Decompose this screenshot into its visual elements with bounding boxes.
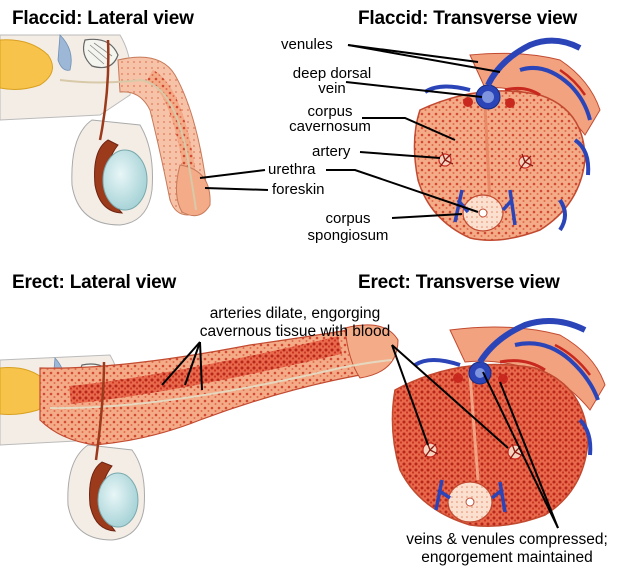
- label-corpus-cavernosum-line1: corpus: [307, 103, 353, 120]
- label-foreskin: foreskin: [272, 181, 325, 198]
- erect-lateral-title: Erect: Lateral view: [12, 272, 177, 293]
- label-urethra: urethra: [268, 161, 316, 178]
- label-corpus-cavernosum-line2: cavernosum: [289, 118, 371, 135]
- label-corpus-spongiosum-line2: spongiosum: [307, 227, 389, 244]
- erect-transverse-title: Erect: Transverse view: [358, 272, 560, 293]
- label-venules: venules: [281, 36, 333, 53]
- label-deep-dorsal-vein-line1: deep dorsal: [292, 65, 372, 82]
- flaccid-transverse-title: Flaccid: Transverse view: [358, 8, 578, 29]
- flaccid-lateral-illustration: [0, 34, 211, 226]
- label-artery: artery: [312, 143, 351, 160]
- caption-arteries-dilate-line2: cavernous tissue with blood: [199, 323, 391, 340]
- flaccid-lateral-title: Flaccid: Lateral view: [12, 8, 194, 29]
- label-deep-dorsal-vein-line2: vein: [318, 80, 346, 97]
- label-corpus-spongiosum-line1: corpus: [325, 210, 371, 227]
- leader-lines: [161, 44, 559, 529]
- erect-lateral-illustration: [0, 324, 399, 541]
- caption-arteries-dilate-line1: arteries dilate, engorging: [209, 305, 381, 322]
- caption-veins-compressed-line2: engorgement maintained: [421, 549, 593, 566]
- caption-veins-compressed-line1: veins & venules compressed;: [406, 531, 608, 548]
- flaccid-transverse-illustration: [413, 37, 601, 241]
- erect-transverse-illustration: [391, 318, 606, 527]
